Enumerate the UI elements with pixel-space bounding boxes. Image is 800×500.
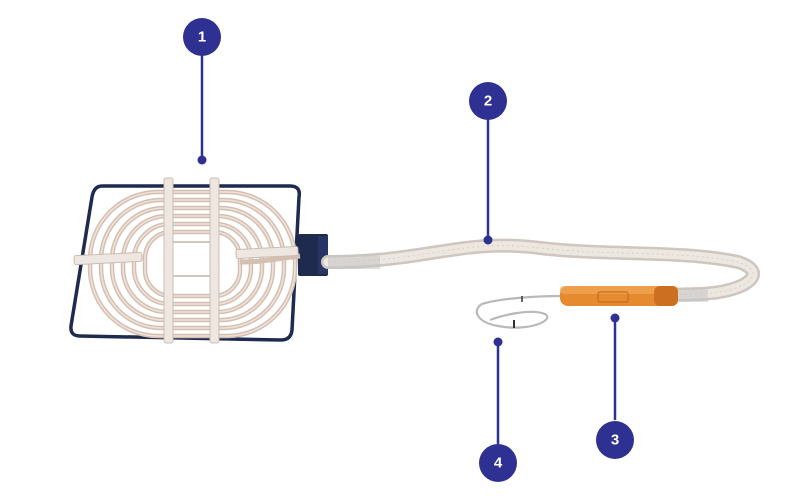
callout-badge-3: 3 — [596, 421, 634, 459]
leader-lines — [200, 54, 617, 444]
callout-number: 3 — [611, 432, 619, 449]
coil-assembly — [69, 177, 328, 344]
callout-badge-2: 2 — [469, 82, 507, 120]
callout-number: 4 — [494, 455, 503, 472]
callout-badge-1: 1 — [183, 18, 221, 56]
callout-number: 2 — [484, 93, 492, 110]
coil-frame — [69, 184, 302, 342]
leader-dots — [197, 155, 620, 347]
coil-windings — [87, 189, 301, 339]
coil-spacers — [73, 177, 299, 344]
callout-number: 1 — [198, 29, 206, 46]
sensor-wire — [475, 294, 561, 329]
callout-badge-4: 4 — [479, 444, 517, 482]
orange-sleeve — [560, 286, 678, 306]
